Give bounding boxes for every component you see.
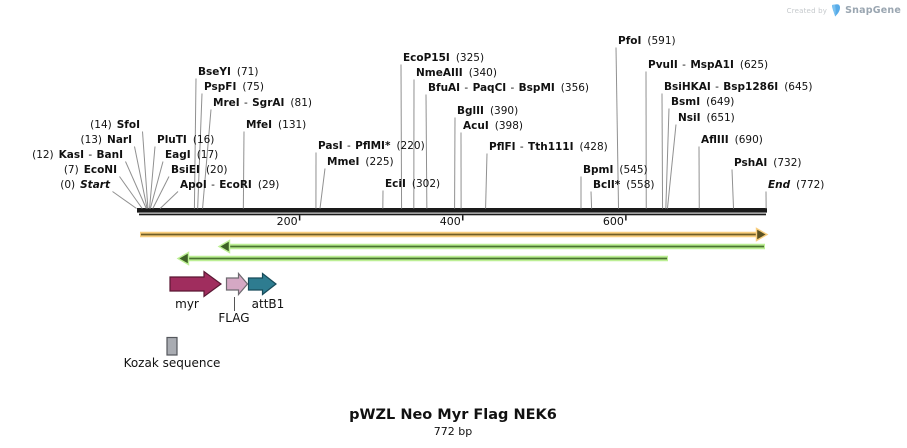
leader-line-bsiei [152,176,170,209]
leader-line-pluti [149,146,156,209]
site-label-eagi[interactable]: EagI(17) [165,149,219,161]
orf-frame-reverse-1-arrowhead[interactable] [217,239,231,254]
ruler-label-400: 400 [439,215,461,228]
leader-line-mfei [242,131,245,209]
orf-frame-reverse-2-arrowhead[interactable] [176,251,190,266]
site-label-pflfitth111i[interactable]: PflFI - Tth111I(428) [489,141,608,153]
leader-line-bfuaipaqcibspmi [425,94,428,209]
site-label-acui[interactable]: AcuI(398) [463,120,523,132]
ruler-line [139,213,766,216]
ruler-label-200: 200 [276,215,298,228]
site-label-bseyi[interactable]: BseYI(71) [198,66,259,78]
site-label-bglii[interactable]: BglII(390) [457,105,519,117]
leader-line-kasibani [125,161,147,209]
leader-line-bsihkaibsp1286i [661,93,664,209]
leader-line-start [112,191,137,209]
site-label-sfoi[interactable]: (14)SfoI [90,119,140,131]
site-label-start[interactable]: (0)Start [60,179,110,191]
ruler-tick-400 [461,215,464,221]
site-label-bpmi[interactable]: BpmI(545) [583,164,648,176]
feature-label-flag[interactable]: FLAG [218,311,250,325]
map-title: pWZL Neo Myr Flag NEK6 [349,407,557,423]
leader-line-sfoi [142,131,149,209]
leader-line-mreisgrai [202,109,212,209]
ruler-tick-600 [625,215,627,221]
site-label-mreisgrai[interactable]: MreI - SgrAI(81) [213,97,312,109]
site-label-ecop15i[interactable]: EcoP15I(325) [403,52,485,64]
site-label-pshai[interactable]: PshAI(732) [734,157,802,169]
feature-box-kozak[interactable] [166,336,178,356]
ruler-tick-200 [298,215,301,221]
leader-line-pflfitth111i [485,153,488,209]
feature-arrow-myr[interactable] [169,270,223,298]
site-label-bsmi[interactable]: BsmI(649) [671,96,735,108]
leader-line-apoiecori [159,191,179,209]
leader-line-econi [119,176,143,209]
site-label-nari[interactable]: (13)NarI [80,134,132,146]
leader-line-pfoi [615,47,620,209]
leader-line-eagi [149,161,164,209]
created-by-text: Created by [786,6,828,15]
site-label-pasipflmi[interactable]: PasI - PflMI*(220) [318,140,425,152]
snapgene-brand-text: SnapGene [845,5,901,16]
map-footer: pWZL Neo Myr Flag NEK6 772 bp [253,407,653,438]
site-label-pvuiimspa1i[interactable]: PvuII - MspA1I(625) [648,59,769,71]
site-label-apoiecori[interactable]: ApoI - EcoRI(29) [180,179,280,191]
site-label-ecii[interactable]: EciI(302) [385,178,441,190]
feature-arrow-flag[interactable] [225,271,249,297]
snapgene-watermark: Created by SnapGene [787,4,901,17]
site-label-afliii[interactable]: AflIII(690) [701,134,763,146]
leader-line-bcli [590,191,593,209]
site-label-bcli[interactable]: BclI*(558) [593,179,655,191]
feature-label-attb1[interactable]: attB1 [251,297,285,311]
site-label-mfei[interactable]: MfeI(131) [246,119,307,131]
site-label-nsii[interactable]: NsiI(651) [678,112,735,124]
sequence-bar [137,208,767,213]
site-label-pfoi[interactable]: PfoI(591) [618,35,676,47]
site-label-bsihkaibsp1286i[interactable]: BsiHKAI - Bsp1286I(645) [664,81,813,93]
feature-arrow-attb1[interactable] [247,272,277,296]
site-label-econi[interactable]: (7)EcoNI [63,164,117,176]
site-label-pspfi[interactable]: PspFI(75) [204,81,264,93]
ruler-label-600: 600 [602,215,624,228]
leader-line-pspfi [197,93,203,209]
leader-line-nsii [666,124,677,209]
site-label-bfuaipaqcibspmi[interactable]: BfuAI - PaqCI - BspMI(356) [428,82,590,94]
site-label-end[interactable]: End(772) [768,179,825,191]
leader-line-bseyi [193,78,197,209]
leader-line-pshai [731,169,735,209]
leader-line-ecop15i [400,64,403,209]
leader-line-bsmi [665,108,670,209]
snapgene-logo-icon [832,4,841,17]
feature-label-kozak-sequence[interactable]: Kozak sequence [123,356,221,370]
map-length: 772 bp [433,425,473,438]
site-label-mmei[interactable]: MmeI(225) [327,156,394,168]
orf-frame-forward-arrowhead[interactable] [755,227,769,242]
site-label-pluti[interactable]: PluTI(16) [157,134,215,146]
feature-label-myr[interactable]: myr [175,297,199,311]
site-label-kasibani[interactable]: (12)KasI - BanI [32,149,123,161]
leader-line-mmei [319,168,326,209]
leader-line-nari [134,146,148,209]
site-label-bsiei[interactable]: BsiEI(20) [171,164,228,176]
site-label-nmeaiii[interactable]: NmeAIII(340) [416,67,497,79]
